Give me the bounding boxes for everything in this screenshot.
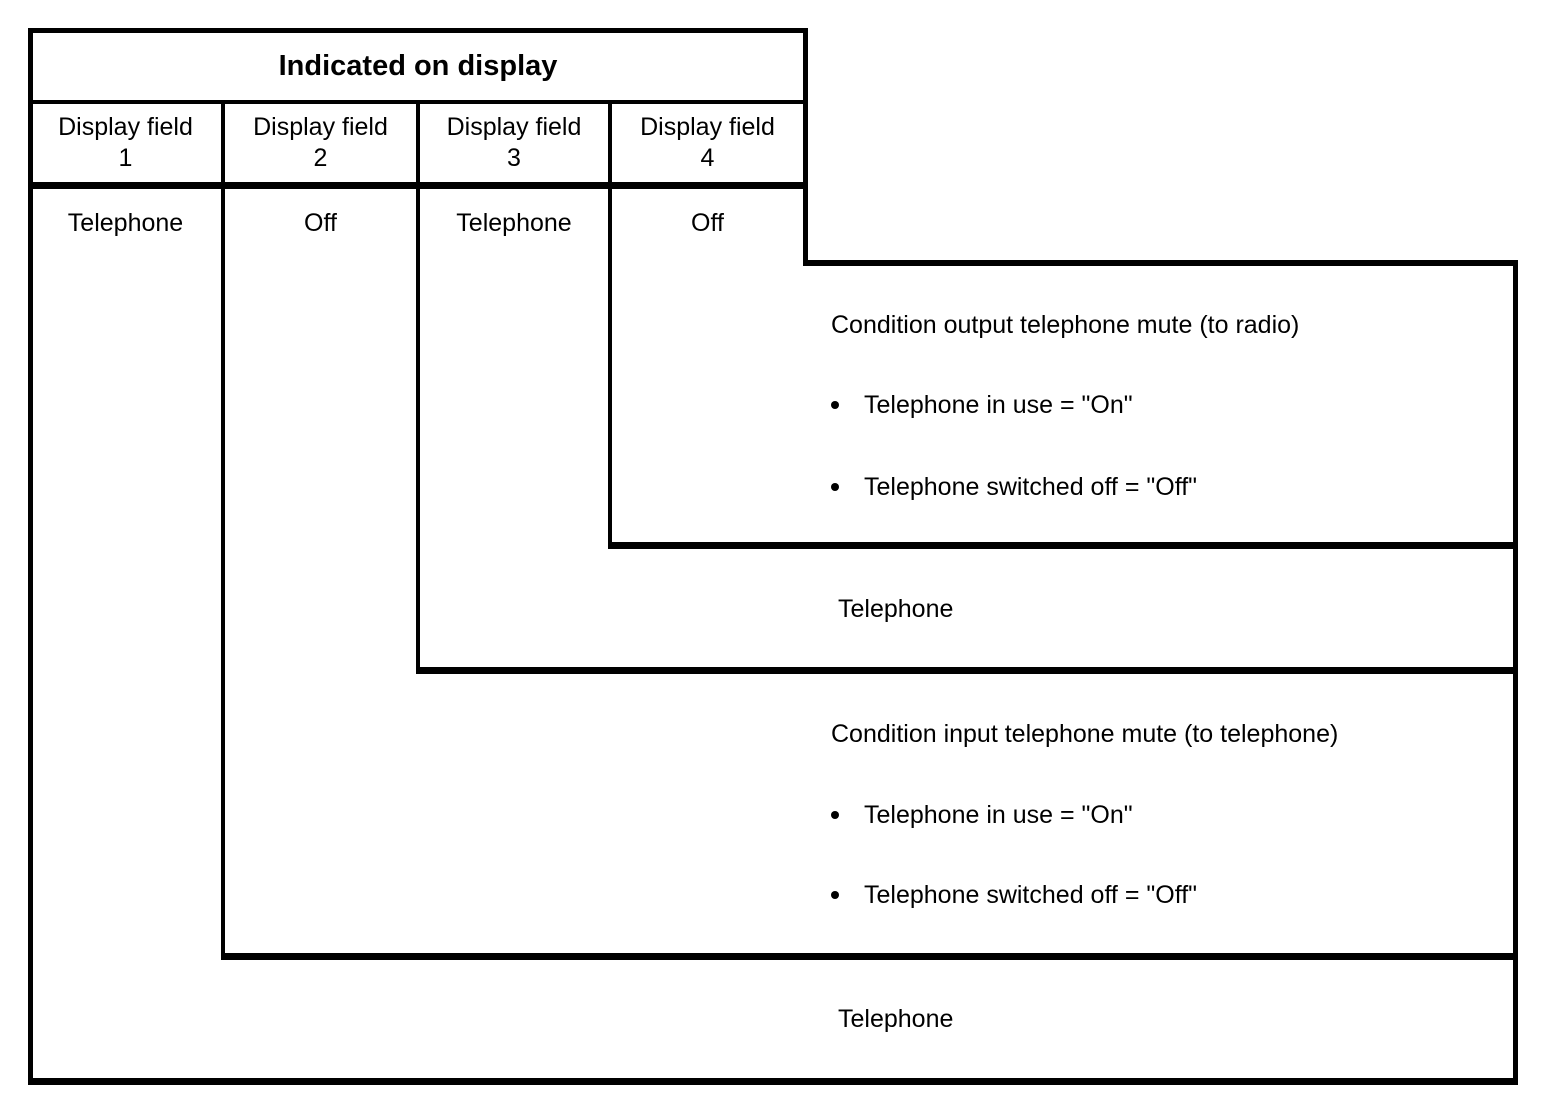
callout-field4-bottom-border <box>608 542 1518 549</box>
column-header-4-line2: 4 <box>700 144 715 172</box>
callout-field4-bullet-1: Telephone in use = "On" <box>831 391 1133 419</box>
table-title: Indicated on display <box>278 50 558 82</box>
callout-field2-bullet-1-text: Telephone in use = "On" <box>864 801 1133 829</box>
column-header-3: Display field 3 <box>420 112 608 174</box>
column-header-1-line2: 1 <box>118 144 133 172</box>
bullet-icon <box>831 401 839 409</box>
outer-left-border <box>28 28 33 1085</box>
callout-field4-bullet-1-text: Telephone in use = "On" <box>864 391 1133 419</box>
column-header-2-line2: 2 <box>313 144 328 172</box>
outer-right-border <box>1513 260 1518 1085</box>
callout-field2-bottom-border <box>221 953 1518 960</box>
column-header-1-line1: Display field <box>58 113 193 141</box>
bullet-icon <box>831 811 839 819</box>
callout-field2-title: Condition input telephone mute (to telep… <box>831 720 1339 748</box>
field-3-value: Telephone <box>456 209 572 237</box>
column-header-1: Display field 1 <box>30 112 221 174</box>
field-2-value: Off <box>304 209 337 237</box>
column-header-4: Display field 4 <box>612 112 803 174</box>
column-2-3-separator <box>416 100 420 674</box>
table-right-border <box>803 28 808 266</box>
callout-field3-bottom-border <box>416 667 1518 674</box>
callout-field4-top-border <box>803 260 1518 266</box>
column-3-4-separator <box>608 100 612 549</box>
callout-field2-bullet-1: Telephone in use = "On" <box>831 801 1133 829</box>
callout-field1-label: Telephone <box>838 1005 954 1033</box>
column-header-2-line1: Display field <box>253 113 388 141</box>
column-header-4-line1: Display field <box>640 113 775 141</box>
outer-bottom-border <box>28 1078 1518 1085</box>
callout-field2-bullet-2-text: Telephone switched off = "Off" <box>864 881 1198 909</box>
column-header-3-line1: Display field <box>446 113 582 141</box>
field-1-value: Telephone <box>67 209 184 237</box>
field-4-value: Off <box>691 209 724 237</box>
bullet-icon <box>831 483 839 491</box>
table-top-border <box>28 28 808 33</box>
column-header-2: Display field 2 <box>225 112 416 174</box>
callout-field3-label: Telephone <box>838 595 954 623</box>
column-1-2-separator <box>221 100 225 960</box>
column-header-3-line2: 3 <box>507 144 521 172</box>
callout-field4-bullet-2: Telephone switched off = "Off" <box>831 473 1197 501</box>
callout-field2-bullet-2: Telephone switched off = "Off" <box>831 881 1197 909</box>
callout-field4-bullet-2-text: Telephone switched off = "Off" <box>864 473 1198 501</box>
bullet-icon <box>831 891 839 899</box>
callout-field4-title: Condition output telephone mute (to radi… <box>831 311 1300 339</box>
